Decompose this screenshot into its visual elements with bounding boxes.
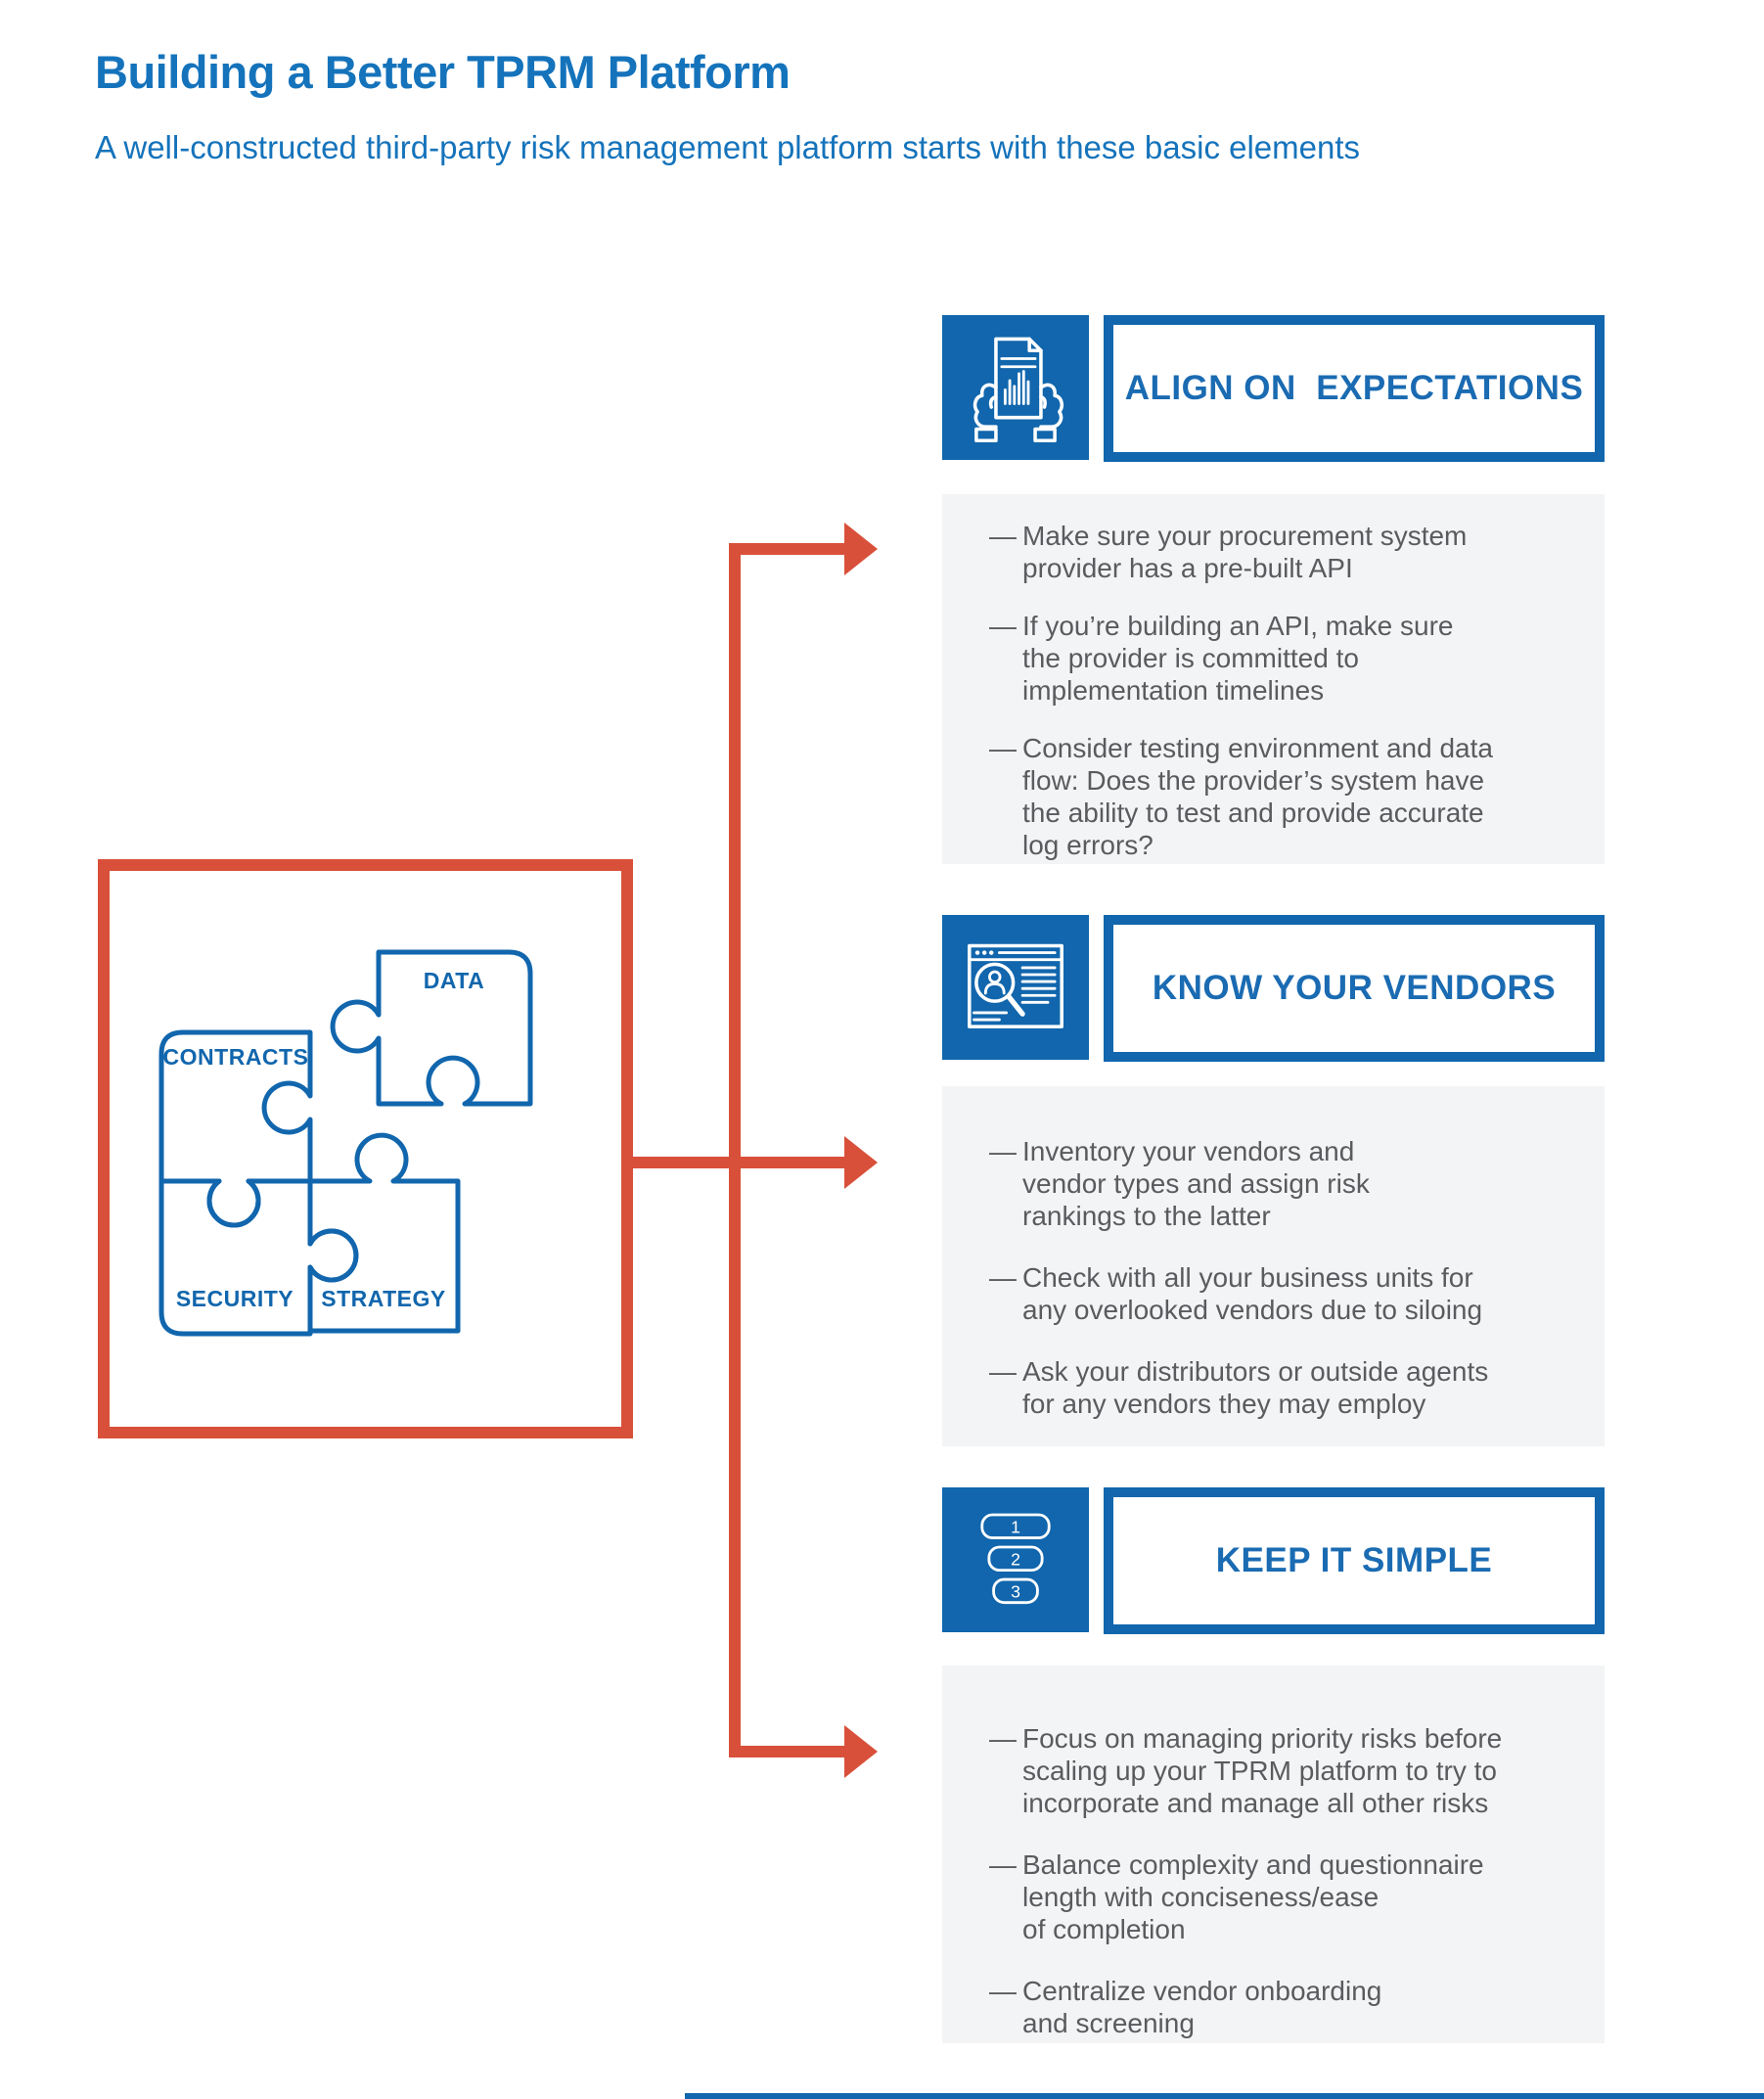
bullet-dash: — [989,733,1017,763]
bullet-dash: — [989,1976,1017,2006]
bullet-dash: — [989,1262,1017,1293]
step-number-2: 2 [1011,1549,1020,1569]
bullet-dash: — [989,1356,1017,1387]
puzzle-label-data: DATA [424,968,484,993]
section-3-header-box: KEEP IT SIMPLE [1104,1487,1605,1634]
arrow-right-icon-1 [844,523,878,575]
section-1-panel: — Make sure your procurement system prov… [942,494,1605,864]
list-item: — Balance complexity and questionnaire l… [989,1849,1484,1944]
puzzle-label-security: SECURITY [176,1286,294,1311]
bullet-dash: — [989,521,1017,551]
section-3-panel: — Focus on managing priority risks befor… [942,1666,1605,2043]
arrow-right-icon-2 [844,1136,878,1189]
section-3-title: KEEP IT SIMPLE [1215,1541,1493,1579]
connector-trunk [729,543,741,1757]
section-3-icon-tile: 1 2 3 [942,1487,1089,1632]
puzzle-label-contracts: CONTRACTS [163,1044,309,1070]
list-item: — If you’re building an API, make sure t… [989,611,1454,706]
arrow-right-icon-3 [844,1725,878,1778]
list-item: — Check with all your business units for… [989,1262,1483,1325]
connector-branch-2 [621,1157,844,1168]
bullet-dash: — [989,1723,1017,1754]
puzzle-piece-data [330,949,533,1107]
puzzle-label-strategy: STRATEGY [321,1286,446,1311]
connector-branch-1 [729,543,844,555]
section-2-header-box: KNOW YOUR VENDORS [1104,915,1605,1062]
section-2-icon-tile [942,915,1089,1060]
bottom-divider-bar [685,2093,1764,2099]
section-2-title: KNOW YOUR VENDORS [1152,969,1557,1007]
section-1-icon-tile [942,315,1089,460]
section-1-title: ALIGN ON EXPECTATIONS [1124,369,1584,407]
bullet-dash: — [989,611,1017,641]
page-subtitle: A well-constructed third-party risk mana… [95,129,1361,165]
list-item: — Consider testing environment and data … [989,733,1493,860]
puzzle-box: DATA CONTRACTS SECURITY STRATEGY [98,859,633,1438]
list-item: — Ask your distributors or outside agent… [989,1356,1489,1419]
connector-branch-3 [729,1746,844,1757]
list-item: — Focus on managing priority risks befor… [989,1723,1503,1818]
list-item: — Make sure your procurement system prov… [989,521,1468,583]
page-title: Building a Better TPRM Platform [95,46,791,98]
section-1-header-box: ALIGN ON EXPECTATIONS [1104,315,1605,462]
step-number-1: 1 [1011,1517,1020,1536]
bullet-dash: — [989,1136,1017,1166]
bullet-dash: — [989,1849,1017,1880]
puzzle-diagram: DATA CONTRACTS SECURITY STRATEGY [158,949,533,1337]
section-2-panel: — Inventory your vendors and vendor type… [942,1086,1605,1446]
document-in-hands-icon [972,337,1064,443]
vendor-search-icon [968,943,1063,1028]
step-number-3: 3 [1011,1581,1020,1601]
list-item: — Inventory your vendors and vendor type… [989,1136,1370,1231]
numbered-steps-icon: 1 2 3 [980,1513,1051,1605]
list-item: — Centralize vendor onboarding and scree… [989,1976,1382,2038]
puzzle-piece-strategy [307,1132,461,1334]
